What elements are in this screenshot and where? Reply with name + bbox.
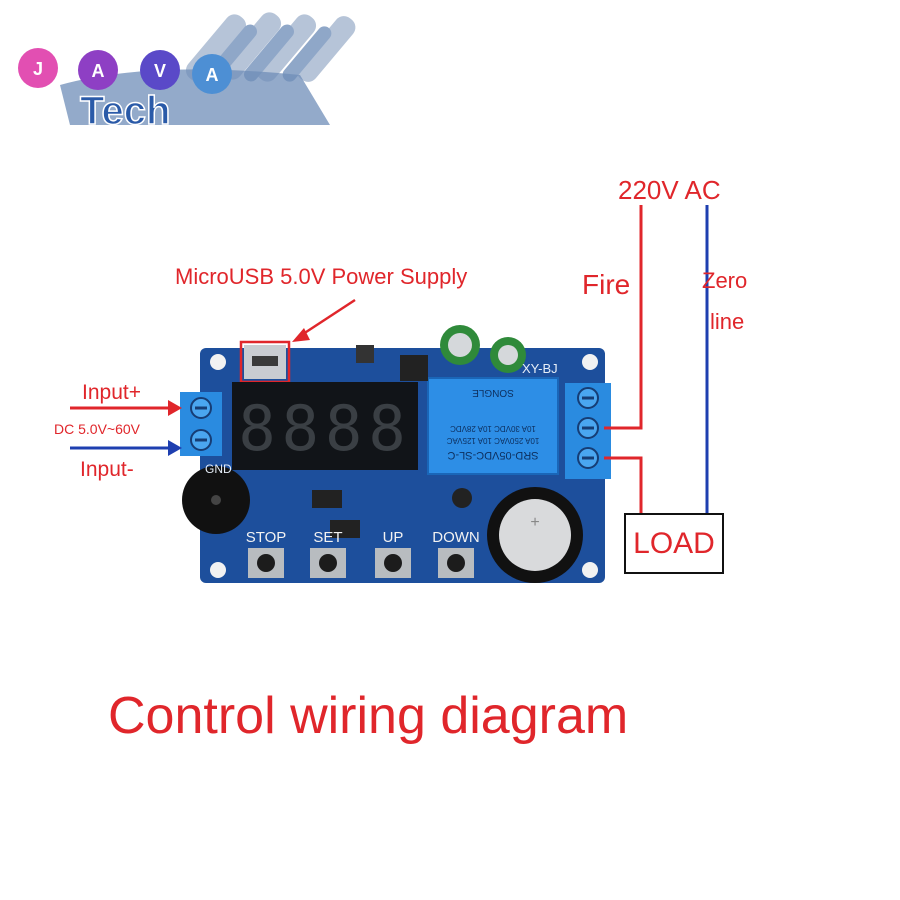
relay-board: 8888 XY-BJ SRD-05VDC-SL-C 10A 250VAC 10A… (180, 325, 611, 583)
logo-letter: V (154, 61, 166, 81)
input-terminal (180, 392, 222, 456)
button-label-stop: STOP (246, 529, 287, 546)
input-minus-label: Input- (80, 458, 134, 481)
load-label: LOAD (633, 527, 715, 560)
led-display: 8888 (232, 382, 418, 470)
logo-letter: J (33, 59, 43, 79)
button-label-up: UP (383, 529, 404, 546)
output-terminal (565, 383, 611, 479)
board-model: XY-BJ (522, 361, 558, 376)
input-plus-label: Input+ (82, 381, 141, 404)
load-box: LOAD (624, 513, 724, 574)
button-label-set: SET (313, 529, 342, 546)
usb-pointer-arrow (292, 298, 356, 342)
display-digits: 8888 (238, 392, 411, 465)
fire-wire (604, 205, 643, 430)
relay-label: 10A 250VAC 10A 125VAC (446, 436, 539, 445)
relay-label: SRD-05VDC-SL-C (447, 449, 538, 461)
micro-usb-port (239, 340, 291, 384)
buzzer (182, 466, 250, 534)
relay-brand: SONGLE (472, 387, 514, 398)
logo-word: Tech (80, 89, 170, 133)
zero-line-label: line (710, 309, 744, 334)
svg-text:+: + (530, 514, 539, 531)
input-minus-arrow (70, 440, 182, 456)
load-wire (604, 456, 643, 514)
logo-letter: A (206, 65, 219, 85)
capacitors (356, 325, 526, 508)
fire-label: Fire (582, 269, 630, 300)
input-plus-arrow (70, 400, 182, 416)
input-voltage-label: DC 5.0V~60V (54, 421, 141, 437)
usb-annotation: MicroUSB 5.0V Power Supply (175, 264, 467, 289)
button-label-down: DOWN (432, 529, 480, 546)
diagram-caption: Control wiring diagram (108, 687, 628, 745)
logo: J A V A Tech (18, 12, 356, 134)
relay: SRD-05VDC-SL-C 10A 250VAC 10A 125VAC 10A… (427, 377, 559, 475)
gnd-label: GND (205, 462, 232, 476)
coin-battery: + (487, 487, 583, 583)
board-buttons: STOP SET UP DOWN (246, 529, 480, 578)
logo-letter: A (92, 61, 105, 81)
relay-label: 10A 30VDC 10A 28VDC (450, 424, 536, 433)
zero-line-label: Zero (702, 268, 747, 293)
ac-label: 220V AC (618, 175, 721, 205)
